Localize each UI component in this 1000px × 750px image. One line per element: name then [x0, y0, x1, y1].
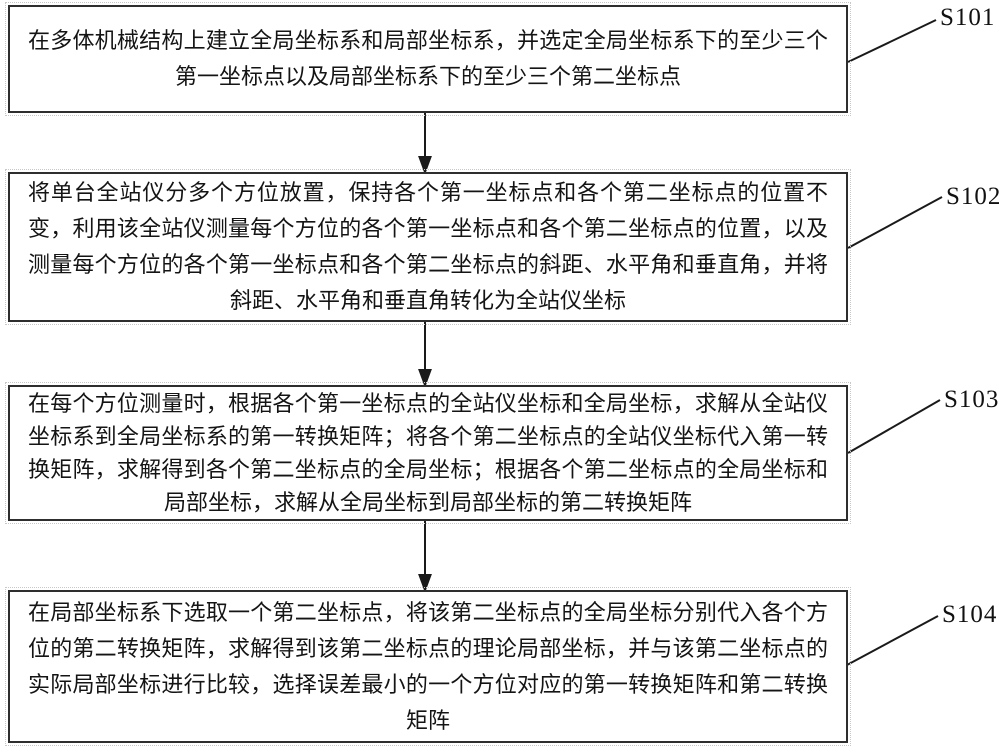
step-label-s102: S102	[946, 183, 1000, 210]
flow-arrow-1	[418, 113, 432, 175]
step-label-s104: S104	[942, 601, 998, 628]
step-label-s103: S103	[944, 386, 1000, 413]
step-box-s102: 将单台全站仪分多个方位放置，保持各个第一坐标点和各个第二坐标点的位置不变，利用该…	[5, 169, 851, 325]
step-box-s103: 在每个方位测量时，根据各个第一坐标点的全站仪坐标和全局坐标，求解从全站仪坐标系到…	[5, 382, 851, 524]
flow-arrow-3	[418, 521, 432, 593]
leader-line-s101	[847, 19, 937, 63]
step-text-s102: 将单台全站仪分多个方位放置，保持各个第一坐标点和各个第二坐标点的位置不变，利用该…	[28, 180, 828, 313]
step-box-s101: 在多体机械结构上建立全局坐标系和局部坐标系，并选定全局坐标系下的至少三个第一坐标…	[5, 2, 851, 116]
step-text-s104: 在局部坐标系下选取一个第二坐标点，将该第二坐标点的全局坐标分别代入各个方位的第二…	[28, 599, 828, 733]
leader-line-s103	[847, 399, 941, 454]
arrow-down-icon	[418, 369, 432, 388]
step-label-s101: S101	[940, 4, 996, 31]
step-text-s101: 在多体机械结构上建立全局坐标系和局部坐标系，并选定全局坐标系下的至少三个第一坐标…	[28, 28, 828, 89]
flow-arrow-2	[418, 322, 432, 388]
arrow-down-icon	[418, 156, 432, 175]
leader-line-s104	[846, 615, 939, 666]
leader-line-s102	[847, 196, 943, 249]
step-box-s104: 在局部坐标系下选取一个第二坐标点，将该第二坐标点的全局坐标分别代入各个方位的第二…	[5, 587, 851, 746]
arrow-down-icon	[418, 574, 432, 593]
step-text-s103: 在每个方位测量时，根据各个第一坐标点的全站仪坐标和全局坐标，求解从全站仪坐标系到…	[28, 391, 828, 515]
